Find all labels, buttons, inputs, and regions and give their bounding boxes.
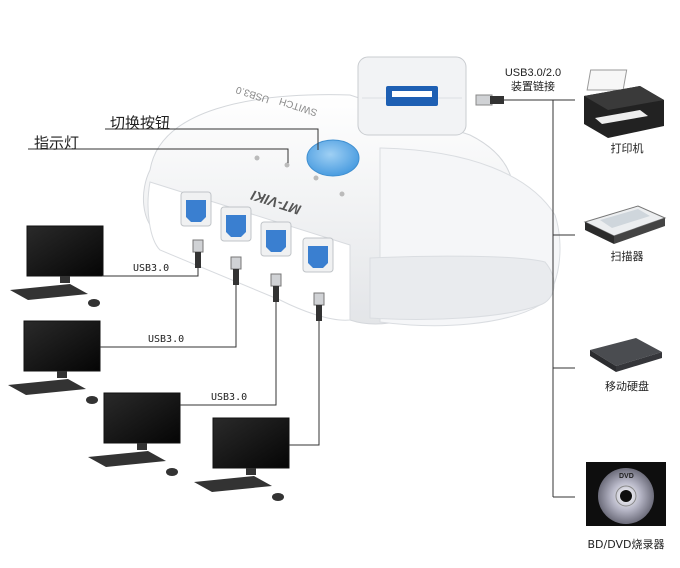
cable-label: USB3.0 [148,334,185,345]
usb-plug-icon [313,292,325,321]
callout-line-switch-button [105,128,319,150]
usb-switch-device: MT-VIKI USB3.0 SWITCH [142,83,561,327]
computer-icon [8,320,101,404]
cable-lines [100,268,320,446]
computer-icon [10,225,104,307]
usb-link-line2: 装置链接 [511,81,555,93]
usb-plug-icon [192,239,204,268]
callout-line-indicator [28,148,289,163]
usb-a-port-inset [357,56,467,136]
usb-port [302,237,334,273]
indicator-led [254,155,260,161]
callout-indicator-label: 指示灯 [34,134,80,152]
usb-link-label: USB3.0/2.0 装置链接 [494,66,572,94]
dvd-disc-icon: DVD [586,462,666,526]
svg-text:DVD: DVD [619,473,634,480]
hard-drive-icon [590,338,662,372]
indicator-led [284,162,290,168]
usb-port [220,206,252,242]
printer-icon [584,69,664,138]
indicator-led [339,191,345,197]
cable-label: USB3.0 [133,263,170,274]
usb-plug-icon [475,94,504,106]
scanner-icon [583,205,667,244]
computer-icon [88,392,181,476]
device-bus-lines [504,99,575,498]
indicator-led [313,175,319,181]
usb-link-line1: USB3.0/2.0 [504,67,562,79]
peripheral-label-printer: 打印机 [610,142,644,155]
usb-port [180,191,212,227]
peripheral-label-scanner: 扫描器 [610,250,644,263]
switch-button[interactable] [306,139,360,177]
cable-label: USB3.0 [211,392,248,403]
computer-icon [194,417,290,501]
peripheral-label-dvd: BD/DVD烧录器 [587,538,665,551]
usb-plug-icon [230,256,242,285]
usb-port [260,221,292,257]
peripheral-label-hard-drive: 移动硬盘 [605,380,649,393]
usb-plug-icon [270,273,282,302]
callout-switch-button-label: 切换按钮 [110,114,171,132]
